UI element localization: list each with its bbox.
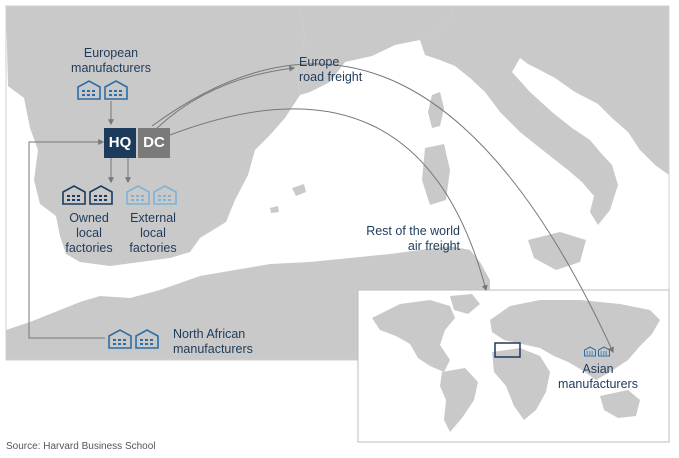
north-america-land	[372, 300, 455, 372]
label-line: Europe	[299, 55, 340, 69]
label-external-local-factories: External local factories	[120, 211, 186, 256]
factory-icon	[62, 185, 86, 205]
label-line: Asian	[582, 362, 614, 376]
label-european-manufacturers: European manufacturers	[52, 46, 170, 76]
label-asian-manufacturers: Asian manufacturers	[551, 362, 645, 392]
balearic-land	[270, 184, 306, 213]
label-line: Owned	[69, 211, 109, 225]
label-line: local	[140, 226, 166, 240]
label-line: local	[76, 226, 102, 240]
factory-icon	[584, 346, 596, 357]
eurasia-land	[490, 300, 660, 380]
africa-land	[492, 348, 550, 420]
label-owned-local-factories: Owned local factories	[54, 211, 124, 256]
factory-icon	[135, 329, 159, 349]
sardinia-land	[422, 144, 450, 205]
france-land	[296, 6, 455, 95]
label-line: road freight	[299, 70, 363, 84]
arrow-rest-of-world	[169, 108, 488, 292]
label-line: Rest of the world	[366, 224, 460, 238]
factory-icons	[62, 80, 610, 357]
label-line: External	[130, 211, 176, 225]
dc-box: DC	[138, 128, 170, 158]
label-line: manufacturers	[558, 377, 638, 391]
hq-box: HQ	[104, 128, 136, 158]
main-map-frame	[5, 5, 670, 361]
arrow-europe-road	[155, 65, 296, 130]
label-north-african-manufacturers: North African manufacturers	[173, 327, 253, 357]
greenland-land	[450, 294, 480, 314]
label-line: air freight	[407, 239, 460, 253]
south-america-land	[440, 368, 478, 432]
world-inset-map	[357, 289, 670, 443]
label-europe-road-freight: Europe road freight	[299, 55, 362, 85]
factory-icon	[108, 329, 132, 349]
factory-icon	[89, 185, 113, 205]
arrow-north-africa-to-hq	[28, 139, 105, 339]
label-line: factories	[65, 241, 113, 255]
source-caption: Source: Harvard Business School	[6, 441, 156, 452]
factory-icon	[598, 346, 610, 357]
factory-icon	[104, 80, 128, 100]
arrow-asia	[151, 63, 614, 354]
label-line: manufacturers	[173, 342, 253, 356]
label-line: factories	[129, 241, 177, 255]
corsica-land	[428, 92, 444, 128]
region-highlight-box	[494, 342, 521, 358]
italy-balkans-land	[420, 6, 669, 225]
factory-icon	[153, 185, 177, 205]
label-line: manufacturers	[71, 61, 151, 75]
label-line: North African	[173, 327, 246, 341]
balkans-east-land	[600, 92, 669, 175]
australia-land	[600, 390, 640, 418]
label-rest-of-world-air-freight: Rest of the world air freight	[362, 224, 460, 254]
factory-icon	[126, 185, 150, 205]
factory-icon	[77, 80, 101, 100]
freight-arrows	[28, 63, 614, 354]
label-line: European	[83, 46, 139, 60]
sicily-land	[528, 232, 586, 270]
